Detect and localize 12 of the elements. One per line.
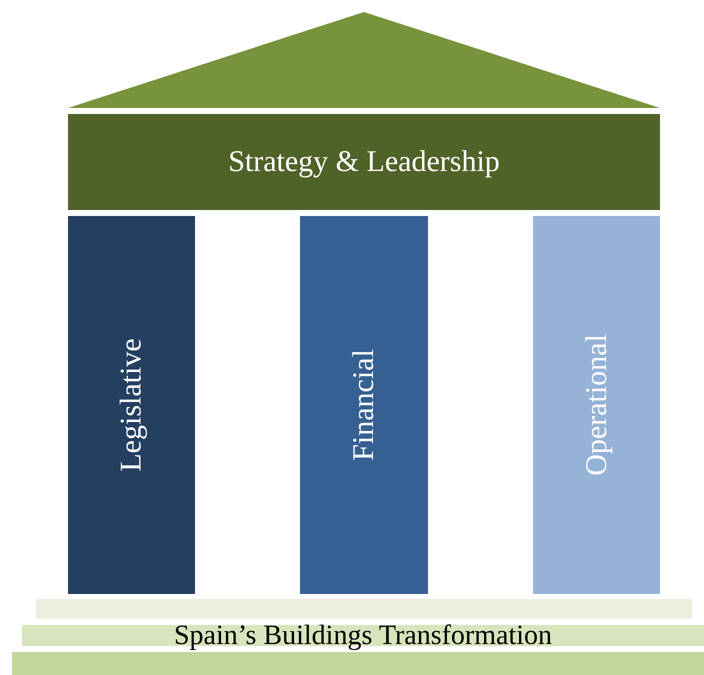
base-title: Spain’s Buildings Transformation bbox=[174, 622, 552, 650]
base-step bbox=[12, 652, 704, 675]
banner bbox=[68, 114, 660, 210]
pillar bbox=[300, 216, 428, 594]
pillar-label: Legislative bbox=[116, 338, 146, 472]
base-step bbox=[36, 599, 692, 619]
pillar bbox=[533, 216, 660, 594]
pillar bbox=[68, 216, 195, 594]
pillar-label: Operational bbox=[582, 334, 612, 476]
roof-triangle bbox=[68, 12, 660, 108]
banner-title: Strategy & Leadership bbox=[228, 147, 500, 177]
pillar-label: Financial bbox=[349, 349, 379, 461]
